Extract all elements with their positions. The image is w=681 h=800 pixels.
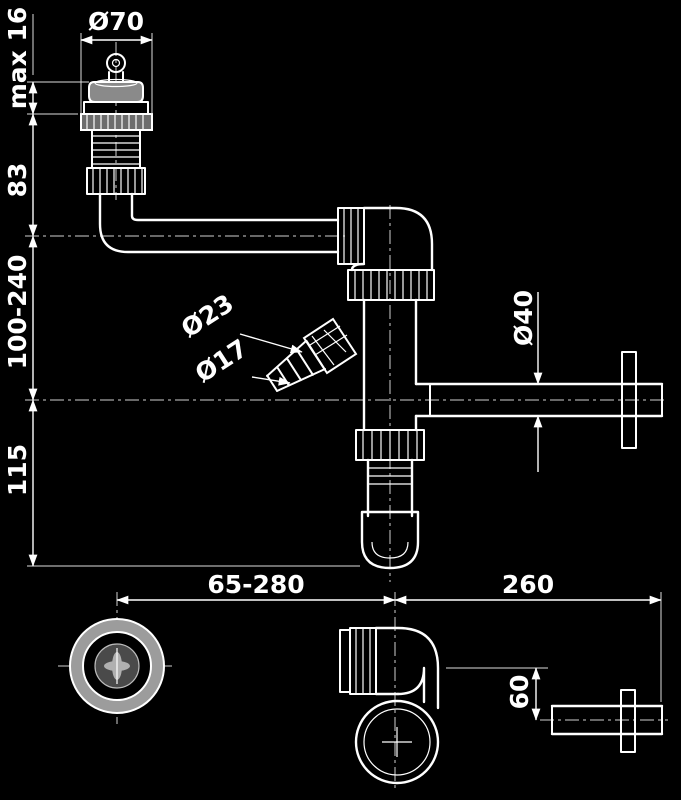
dim-label-cap-diameter: Ø70 (88, 7, 144, 36)
flange-bottom-view (69, 618, 165, 714)
trap-cup (360, 458, 420, 570)
dim-label-cap-height: max 16 (3, 7, 32, 110)
upper-union-nut (347, 269, 435, 301)
dim-label-inlet-height: 83 (3, 163, 32, 198)
dim-label-width-range: 65-280 (207, 570, 304, 599)
dim-cap-height: max 16 (3, 7, 89, 115)
dim-outlet-length: 260 (394, 570, 662, 702)
inlet-pipe (98, 192, 340, 254)
hose-barb-connector (266, 317, 358, 392)
drain-flange (80, 101, 153, 195)
front-view (80, 53, 664, 570)
dimensions: Ø70 max 16 83 100-240 115 (3, 7, 662, 721)
drain-plug (88, 78, 144, 103)
dim-label-outlet-length: 260 (502, 570, 554, 599)
elbow-union-nut (337, 207, 365, 265)
dim-label-hose-inner: Ø17 (190, 333, 253, 388)
outlet-bottom-view (550, 689, 664, 753)
dim-label-hose-outer: Ø23 (176, 288, 239, 343)
lower-union-nut (355, 429, 425, 461)
trap-bottom-view (339, 626, 440, 785)
dim-inlet-height: 83 (3, 113, 38, 237)
dim-outlet-diameter: Ø40 (509, 290, 543, 472)
dim-label-trap-depth: 115 (3, 444, 32, 496)
wall-flange (621, 351, 637, 449)
dim-label-outlet-offset: 60 (505, 675, 534, 710)
dim-label-height-range: 100-240 (3, 255, 32, 370)
vertical-pipe (362, 298, 418, 432)
wall-flange-bottom (620, 689, 636, 753)
dim-trap-depth: 115 (3, 399, 360, 567)
dim-label-outlet-diameter: Ø40 (509, 290, 538, 346)
dim-outlet-offset: 60 (446, 667, 548, 721)
dim-hose-inner: Ø17 (190, 333, 291, 388)
dim-cap-diameter: Ø70 (80, 7, 153, 114)
bottom-view (69, 618, 664, 785)
dim-width-range: 65-280 (116, 570, 396, 605)
dim-height-range: 100-240 (3, 235, 38, 401)
